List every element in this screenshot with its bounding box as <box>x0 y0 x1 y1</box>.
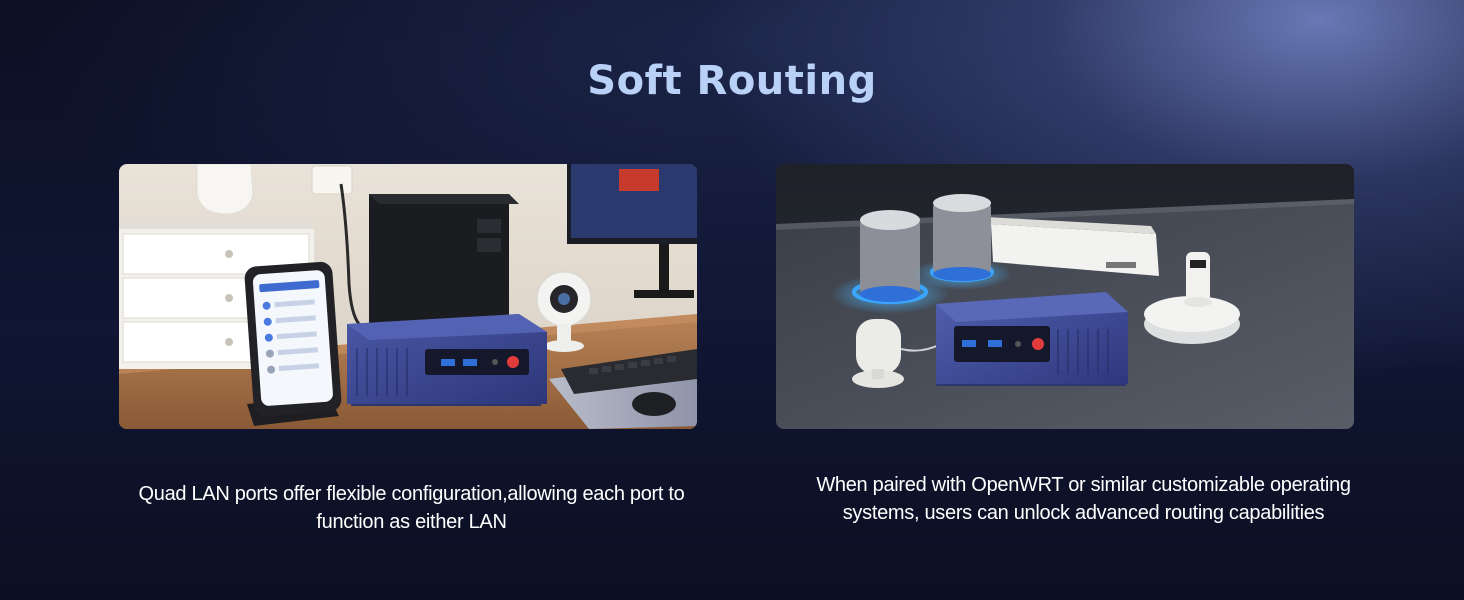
monitor <box>567 164 697 298</box>
indoor-camera <box>852 319 904 388</box>
security-camera <box>536 271 592 352</box>
page-title: Soft Routing <box>587 58 877 104</box>
robot-vacuum <box>1144 252 1240 344</box>
mini-pc <box>347 314 547 406</box>
desk-scene-image <box>119 164 697 429</box>
smartphone <box>244 261 342 426</box>
smart-home-illustration <box>776 164 1354 429</box>
smart-speaker-left <box>830 210 950 314</box>
drawer-unit <box>119 219 314 369</box>
smart-speaker-right <box>912 194 1012 290</box>
right-caption: When paired with OpenWRT or similar cust… <box>816 474 1351 524</box>
smart-home-scene-image <box>776 164 1354 429</box>
soundbar <box>986 217 1159 276</box>
left-caption: Quad LAN ports offer flexible configurat… <box>138 483 685 533</box>
mini-pc <box>936 292 1128 386</box>
desk-scene-illustration <box>119 164 697 429</box>
